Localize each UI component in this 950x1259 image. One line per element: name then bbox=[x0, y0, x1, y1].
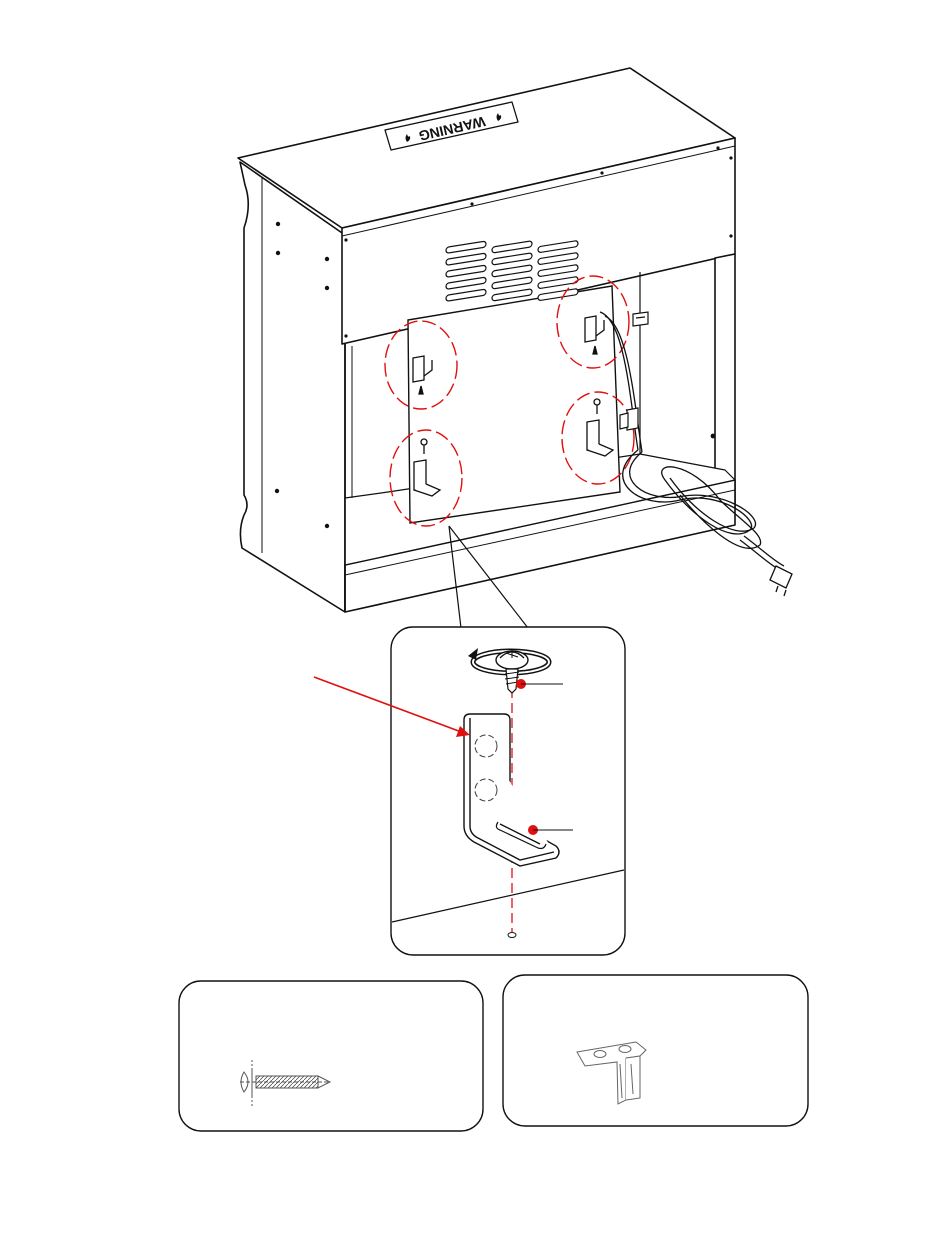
cord-clips bbox=[620, 312, 648, 430]
parts-box-screw bbox=[179, 981, 483, 1131]
left-side-panel bbox=[240, 162, 345, 612]
plug-icon bbox=[770, 566, 792, 596]
parts-box-bracket bbox=[503, 975, 808, 1126]
vent-slots bbox=[446, 240, 578, 301]
detail-callout bbox=[391, 627, 625, 955]
